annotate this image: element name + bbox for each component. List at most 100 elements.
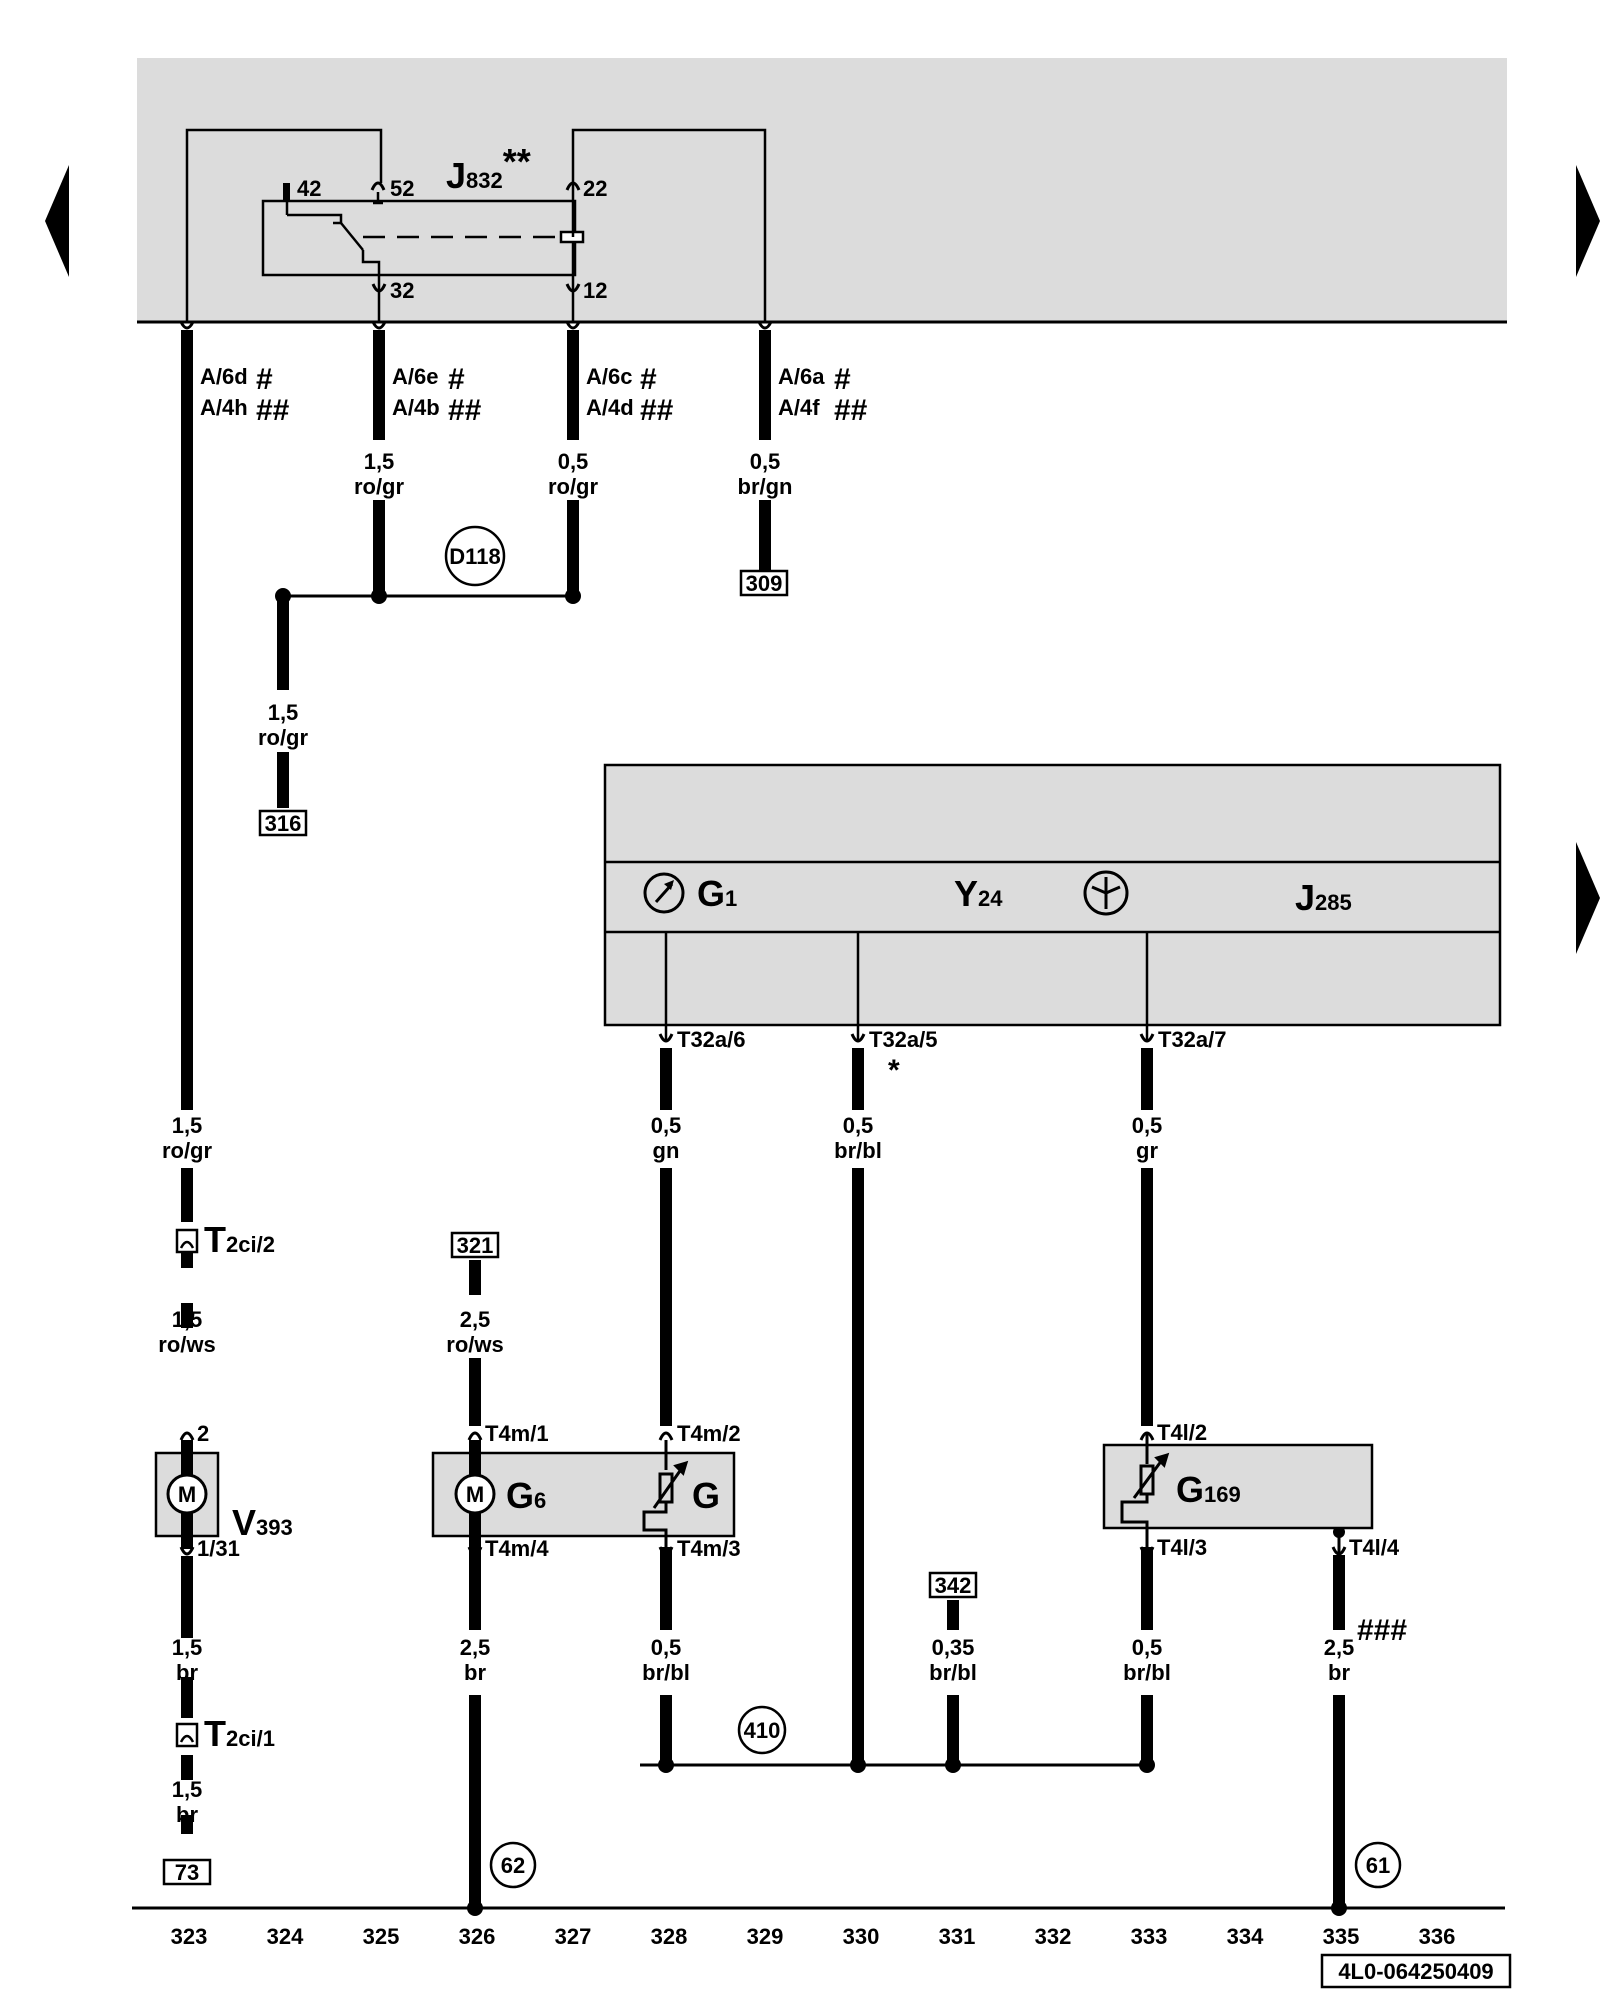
svg-text:336: 336 — [1419, 1924, 1456, 1949]
pin-t4l2: T4l/2 — [1157, 1420, 1207, 1445]
svg-text:326: 326 — [459, 1924, 496, 1949]
relay-designation: J832** — [446, 141, 531, 196]
svg-text:410: 410 — [744, 1718, 781, 1743]
instrument-cluster-panel — [603, 763, 1502, 1040]
connector-t2ci2-icon — [175, 1228, 199, 1254]
connector-t2ci2-label: T2ci/2 — [204, 1219, 275, 1260]
svg-text:1,5: 1,5 — [172, 1307, 203, 1332]
reference-boxes: 309 316 321 342 73 — [162, 569, 978, 1886]
svg-text:62: 62 — [501, 1853, 525, 1878]
svg-text:0,5: 0,5 — [651, 1635, 682, 1660]
svg-text:A/6e: A/6e — [392, 364, 438, 389]
pin-t32a5: T32a/5 — [869, 1027, 938, 1052]
svg-text:1,5: 1,5 — [364, 449, 395, 474]
svg-text:br: br — [176, 1802, 198, 1827]
svg-text:330: 330 — [843, 1924, 880, 1949]
svg-text:ro/gr: ro/gr — [548, 474, 599, 499]
pin-52-arrow — [370, 181, 386, 191]
svg-text:61: 61 — [1366, 1853, 1390, 1878]
document-id-box — [1320, 1953, 1512, 1989]
connector-t2ci1-icon — [175, 1722, 199, 1748]
thin-wires — [283, 594, 1147, 1767]
svg-text:327: 327 — [555, 1924, 592, 1949]
svg-text:##: ## — [834, 394, 868, 427]
svg-text:ro/ws: ro/ws — [446, 1332, 503, 1357]
svg-text:73: 73 — [175, 1860, 199, 1885]
pin-22-arrow — [565, 181, 581, 191]
pin-t32a6: T32a/6 — [677, 1027, 746, 1052]
previous-page-arrow[interactable] — [45, 165, 69, 277]
pin-t4m4: T4m/4 — [485, 1536, 549, 1561]
pin-t4l4: T4l/4 — [1349, 1535, 1400, 1560]
pin-t4l3: T4l/3 — [1157, 1535, 1207, 1560]
svg-text:332: 332 — [1035, 1924, 1072, 1949]
svg-text:D118: D118 — [449, 544, 500, 569]
next-page-arrow-top[interactable] — [1576, 165, 1600, 277]
g169-sensor-icon — [1120, 1432, 1170, 1549]
svg-text:#: # — [256, 363, 273, 396]
svg-text:br/bl: br/bl — [834, 1138, 882, 1163]
relay-pin-32-label: 32 — [390, 278, 414, 303]
svg-text:br: br — [1328, 1660, 1350, 1685]
j285-label: J285 — [1295, 877, 1352, 918]
svg-text:328: 328 — [651, 1924, 688, 1949]
svg-text:A/4h: A/4h — [200, 395, 248, 420]
svg-text:br: br — [464, 1660, 486, 1685]
relay-pin-42-label: 42 — [297, 176, 321, 201]
svg-text:0,5: 0,5 — [651, 1113, 682, 1138]
svg-text:br: br — [176, 1660, 198, 1685]
svg-text:0,35: 0,35 — [932, 1635, 975, 1660]
pin-t4m1: T4m/1 — [485, 1421, 549, 1446]
svg-text:A/6c: A/6c — [586, 364, 632, 389]
relay-pin-22-label: 22 — [583, 176, 607, 201]
svg-text:##: ## — [256, 394, 290, 427]
relay-pin-12-label: 12 — [583, 278, 607, 303]
svg-text:324: 324 — [267, 1924, 304, 1949]
svg-text:##: ## — [448, 394, 482, 427]
wire-labels: 1,5 ro/gr 0,5 ro/gr 0,5 br/gn 1,5 ro/gr … — [158, 449, 1354, 1827]
svg-text:br/bl: br/bl — [1123, 1660, 1171, 1685]
fuel-level-sensor-icon — [642, 1440, 689, 1549]
svg-text:#: # — [640, 363, 657, 396]
relay-pin-42-marker — [283, 183, 290, 201]
svg-text:323: 323 — [171, 1924, 208, 1949]
svg-text:2,5: 2,5 — [1324, 1635, 1355, 1660]
svg-text:br/bl: br/bl — [929, 1660, 977, 1685]
g6-label: G6 — [506, 1475, 546, 1516]
document-id: 4L0-064250409 — [1338, 1959, 1493, 1984]
svg-text:A/6a: A/6a — [778, 364, 825, 389]
svg-text:0,5: 0,5 — [750, 449, 781, 474]
svg-text:342: 342 — [935, 1573, 972, 1598]
v393-label: V393 — [232, 1502, 293, 1543]
sensor-g169 — [1102, 1443, 1374, 1530]
relay-panel-background — [137, 58, 1507, 323]
g169-pin-arrows — [1139, 1431, 1347, 1556]
junction-dots — [275, 588, 1347, 1916]
g169-label: G169 — [1176, 1469, 1241, 1510]
v393-pin2-arrow — [179, 1431, 195, 1441]
circled-points: D118 410 62 61 — [444, 525, 1402, 1889]
g-sensor-label: G — [692, 1475, 720, 1516]
next-page-arrow-mid[interactable] — [1576, 842, 1600, 954]
pin-t4m3: T4m/3 — [677, 1536, 741, 1561]
svg-text:ro/gr: ro/gr — [162, 1138, 213, 1163]
svg-text:0,5: 0,5 — [1132, 1635, 1163, 1660]
svg-text:335: 335 — [1323, 1924, 1360, 1949]
relay-j832 — [185, 128, 767, 322]
v393-pin131-arrow — [179, 1546, 195, 1556]
pin-v393-2: 2 — [197, 1421, 209, 1446]
cluster-pin-arrows — [658, 1033, 1155, 1043]
svg-text:br/gn: br/gn — [738, 474, 793, 499]
triple-hash-note: ### — [1357, 1614, 1407, 1647]
y24-label: Y24 — [954, 873, 1003, 914]
relay-pin-52-label: 52 — [390, 176, 414, 201]
g1-label: G1 — [697, 873, 737, 914]
svg-text:1,5: 1,5 — [268, 700, 299, 725]
svg-text:333: 333 — [1131, 1924, 1168, 1949]
thick-wires — [181, 330, 1345, 1908]
gauge-icon — [643, 872, 685, 914]
svg-text:#: # — [448, 363, 465, 396]
warning-lamp-icon — [1083, 870, 1129, 916]
g6-motor-letter: M — [466, 1482, 484, 1507]
